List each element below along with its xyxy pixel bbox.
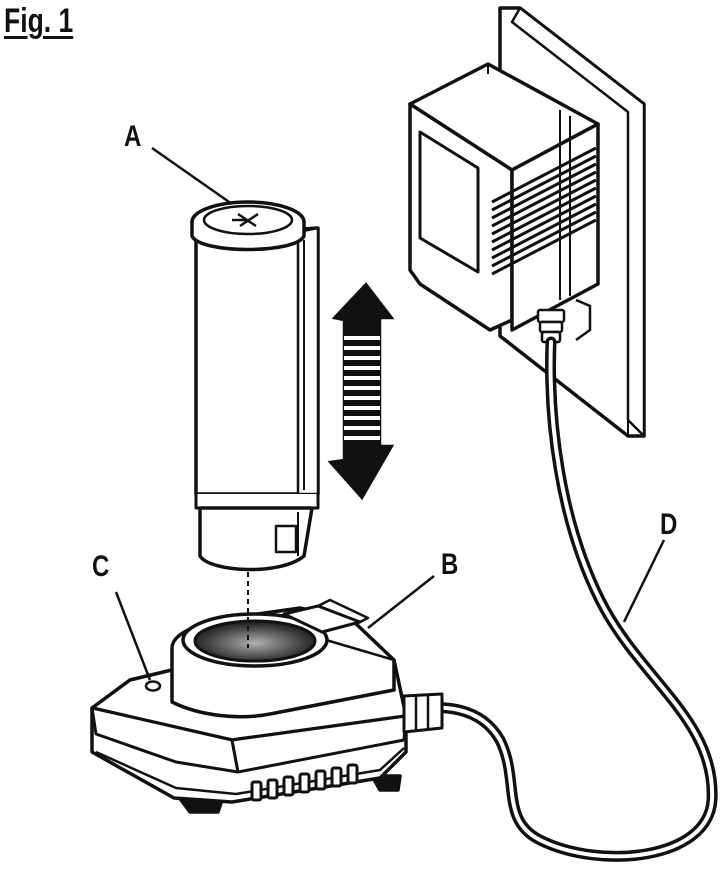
leader-line-d: [624, 540, 664, 622]
leader-line-a: [152, 148, 232, 204]
battery-pack: [192, 202, 318, 570]
power-cord: [412, 342, 712, 856]
callout-label-a: A: [124, 120, 141, 154]
leader-line-c: [116, 592, 150, 680]
leader-line-b: [368, 576, 434, 628]
callout-label-c: C: [92, 550, 109, 584]
figure-title: Fig. 1: [4, 2, 73, 41]
callout-label-d: D: [660, 508, 677, 542]
callout-label-b: B: [441, 548, 458, 582]
insert-remove-arrow: [330, 284, 392, 498]
